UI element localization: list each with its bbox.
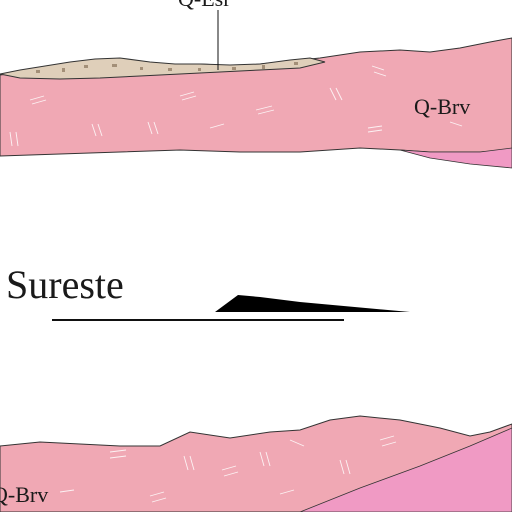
- upper-brv-label: Q-Brv: [414, 94, 470, 119]
- upper-texture-marks: [9, 65, 463, 147]
- lower-texture-marks: [59, 435, 397, 503]
- direction-arrow: [215, 295, 410, 312]
- lower-dark-unit: [299, 427, 512, 512]
- lower-brv-label: Q-Brv: [0, 482, 48, 507]
- direction-indicator: Sureste: [6, 262, 410, 321]
- upper-dark-unit: [399, 147, 512, 169]
- esr-label: Q-Esr: [178, 0, 231, 11]
- upper-esr-deposit: [0, 57, 326, 80]
- lower-section: Q-Brv: [0, 415, 512, 512]
- sediment-grains: [36, 62, 298, 73]
- direction-label: Sureste: [6, 262, 124, 307]
- upper-section: Q-Esr Q-Brv: [0, 0, 512, 169]
